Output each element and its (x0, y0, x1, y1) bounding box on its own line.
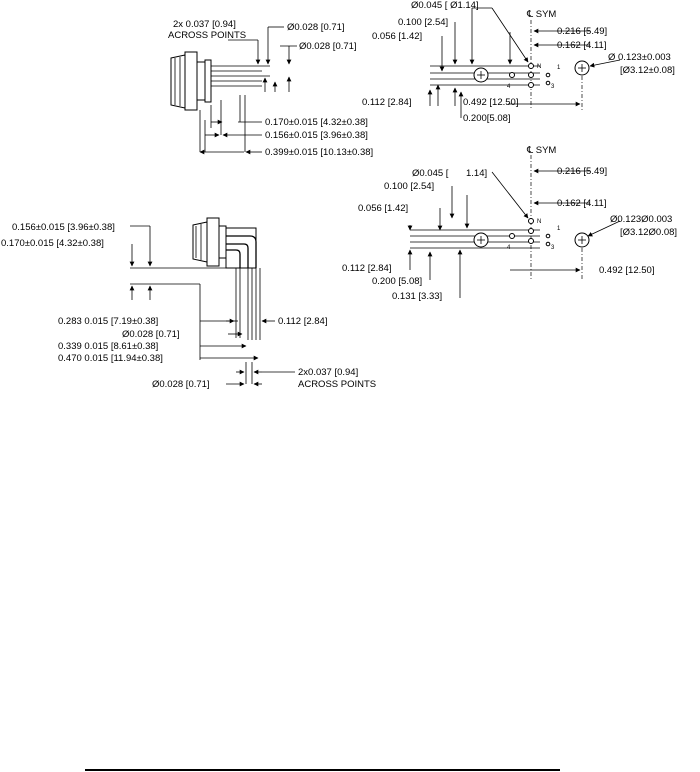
dim-0112-label: 0.112 [2.84] (342, 263, 391, 274)
dia-0123-metric-label: [Ø3.12Ø0.08] (620, 227, 677, 238)
pin-label-3: 3 (551, 84, 555, 90)
dim-0200-label: 0.200[5.08] (463, 113, 511, 124)
pin-hole-side-2 (545, 241, 551, 247)
pin-diameter-label-2: Ø0.028 [0.71] (152, 379, 210, 390)
dim-0056-label: 0.056 [1.42] (372, 31, 422, 42)
bottom-right-dimension-lines (407, 168, 621, 298)
dim-0100-label: 0.100 [2.54] (384, 181, 434, 192)
across-points-label-2: ACROSS POINTS (298, 379, 376, 390)
pin-diameter-label: Ø0.028 [0.71] (287, 22, 345, 33)
right-angle-pins (235, 268, 261, 340)
bottom-right-view: ℄ SYM Ø0.045 [ 1.14] 0.216 [5.49] 0.100 … (342, 145, 677, 302)
dim-0283-label: 0.283 0.015 [7.19±0.38] (58, 316, 158, 327)
dim-0131-label: 0.131 [3.33] (392, 291, 442, 302)
connector-body-right-angle (192, 217, 257, 269)
dim-0170-label: 0.170±0.015 [4.32±0.38] (265, 117, 368, 128)
pin-label-4: 4 (507, 84, 511, 90)
across-points-label-1: 2x0.037 [0.94] (298, 367, 358, 378)
dia-0123-label: Ø0.123Ø0.003 (610, 214, 672, 225)
pin-holes (509, 63, 551, 88)
dim-0056-label: 0.056 [1.42] (358, 203, 408, 214)
pin-label-1: 1 (557, 65, 561, 71)
pin-hole-side (545, 233, 551, 239)
dim-0156-label: 0.156±0.015 [3.96±0.38] (12, 222, 115, 233)
pin-hole-side (545, 72, 551, 78)
dia-0123-metric-label: [Ø3.12±0.08] (620, 65, 675, 76)
dim-0492-label: 0.492 [12.50] (463, 97, 518, 108)
straight-pins (211, 65, 270, 87)
across-points-label-1: 2x 0.037 [0.94] (173, 19, 236, 30)
top-left-view: 2x 0.037 [0.94] ACROSS POINTS Ø0.028 [0.… (168, 19, 373, 158)
dia-0045-label: Ø0.045 [ (412, 168, 449, 179)
dim-0339-label: 0.339 0.015 [8.61±0.38] (58, 341, 158, 352)
dia-0045-metric-label: 1.14] (466, 168, 487, 179)
pin-label-n: N (537, 219, 541, 225)
dim-0216-label: 0.216 [5.49] (557, 166, 607, 177)
dim-0112-label: 0.112 [2.84] (278, 316, 327, 327)
bottom-left-view: 0.156±0.015 [3.96±0.38] 0.170±0.015 [4.3… (1, 217, 376, 390)
dim-0470-label: 0.470 0.015 [11.94±0.38] (58, 353, 163, 364)
pin-hole-n (528, 63, 534, 69)
pin-label-n: N (537, 64, 541, 70)
pin-hole-3 (509, 233, 515, 239)
across-points-label-2: ACROSS POINTS (168, 30, 246, 41)
dim-0170-label: 0.170±0.015 [4.32±0.38] (1, 238, 104, 249)
dim-0162-label: 0.162 [4.11] (557, 40, 606, 51)
top-right-view: ℄ SYM Ø0.045 [ Ø1.14] 0.100 [2.54] 0.056… (362, 0, 675, 124)
pin-label-3: 3 (551, 245, 555, 251)
top-right-dimension-lines (427, 7, 621, 118)
pin-diameter-label: Ø0.028 [0.71] (122, 329, 180, 340)
dim-0100-label: 0.100 [2.54] (398, 17, 448, 28)
csym-label: ℄ SYM (526, 145, 556, 156)
top-left-dimension-lines (199, 26, 297, 155)
pin-label-4: 4 (507, 245, 511, 251)
dia-0123-label: Ø 0.123±0.003 (608, 52, 671, 63)
dim-0156-label: 0.156±0.015 [3.96±0.38] (265, 130, 368, 141)
pin-hole-1 (528, 228, 534, 234)
pin-hole-side-2 (545, 80, 551, 86)
pin-hole-4 (528, 238, 534, 244)
pin-hole-n (528, 218, 534, 224)
dim-0399-label: 0.399±0.015 [10.13±0.38] (265, 147, 373, 158)
dim-0162-label: 0.162 [4.11] (557, 198, 606, 209)
pin-holes (509, 218, 551, 247)
dim-0492-label: 0.492 [12.50] (599, 265, 654, 276)
dia-0045-label: Ø0.045 [ Ø1.14] (411, 0, 479, 11)
dim-0112-label: 0.112 [2.84] (362, 97, 411, 108)
pin-hole-4 (528, 82, 534, 88)
pin-diameter-label-2: Ø0.028 [0.71] (299, 41, 357, 52)
pin-label-1: 1 (557, 226, 561, 232)
dim-0216-label: 0.216 [5.49] (557, 26, 607, 37)
csym-label: ℄ SYM (526, 9, 556, 20)
bottom-left-dimension-lines (129, 225, 295, 387)
pin-hole-3 (509, 72, 515, 78)
pin-hole-1 (528, 72, 534, 78)
dim-0200-label: 0.200 [5.08] (372, 276, 422, 287)
connector-body-straight (170, 51, 212, 111)
